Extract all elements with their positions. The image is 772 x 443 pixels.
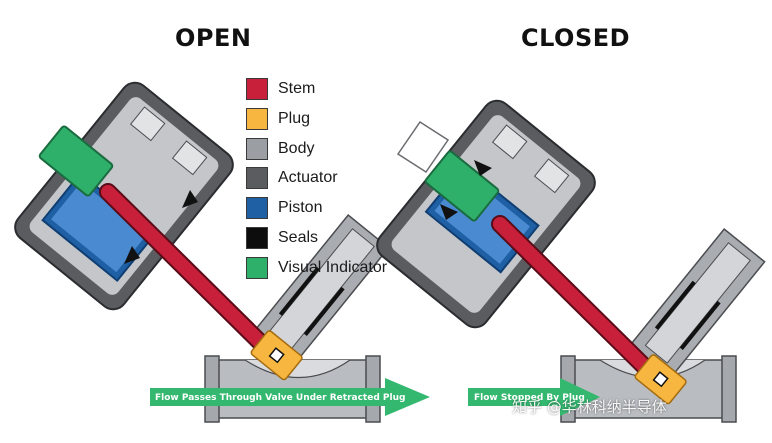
closed-flow-arrow: Flow Stopped By Plug [468, 378, 600, 416]
legend-label: Stem [278, 80, 316, 97]
closed-seal-bottom [679, 300, 721, 351]
legend-item: Stem [246, 78, 436, 100]
watermark: 知乎 @华林科纳半导体 [512, 398, 667, 416]
legend-swatch [246, 137, 268, 160]
closed-bonnet [628, 228, 766, 380]
legend-label: Seals [278, 228, 319, 246]
closed-flow-label: Flow Stopped By Plug [474, 393, 585, 403]
legend-label: Actuator [278, 169, 338, 187]
closed-down-arrow-icon [440, 204, 458, 220]
legend-swatch [246, 226, 268, 249]
open-seal-top [278, 266, 320, 316]
closed-plug [634, 354, 687, 405]
open-flow-label: Flow Passes Through Valve Under Retracte… [155, 393, 405, 403]
closed-valve: Flow Stopped By Plug [376, 99, 766, 423]
legend-label: Body [278, 139, 315, 157]
open-valve: Flow Passes Through Valve Under Retracte… [14, 81, 430, 423]
legend-swatch [246, 107, 268, 130]
legend-label: Piston [278, 199, 323, 217]
open-bonnet [252, 214, 390, 366]
closed-stem [493, 217, 663, 385]
open-title: OPEN [175, 24, 252, 52]
closed-visual-indicator [424, 150, 500, 222]
legend-item: Seals [246, 226, 436, 249]
open-seal-bottom [303, 286, 345, 337]
closed-down-arrow-icon [474, 160, 492, 176]
legend-swatch [246, 167, 268, 190]
legend-label: Visual Indicator [278, 258, 388, 276]
legend-swatch [246, 256, 268, 279]
legend-swatch [246, 197, 268, 220]
legend-item: Piston [246, 197, 436, 220]
open-up-arrow-icon [182, 190, 198, 208]
open-up-arrow-icon [124, 246, 140, 264]
legend-item: Visual Indicator [246, 256, 436, 279]
open-flow-arrow: Flow Passes Through Valve Under Retracte… [150, 378, 430, 416]
open-stem [101, 185, 279, 361]
open-plug [250, 330, 303, 381]
legend-item: Body [246, 137, 436, 160]
legend-swatch [246, 78, 268, 100]
open-visual-indicator [38, 125, 114, 197]
closed-seal-top [654, 280, 696, 330]
closed-title: CLOSED [521, 24, 631, 52]
legend-label: Plug [278, 109, 311, 127]
legend-item: Actuator [246, 167, 436, 190]
legend-item: Plug [246, 107, 436, 130]
